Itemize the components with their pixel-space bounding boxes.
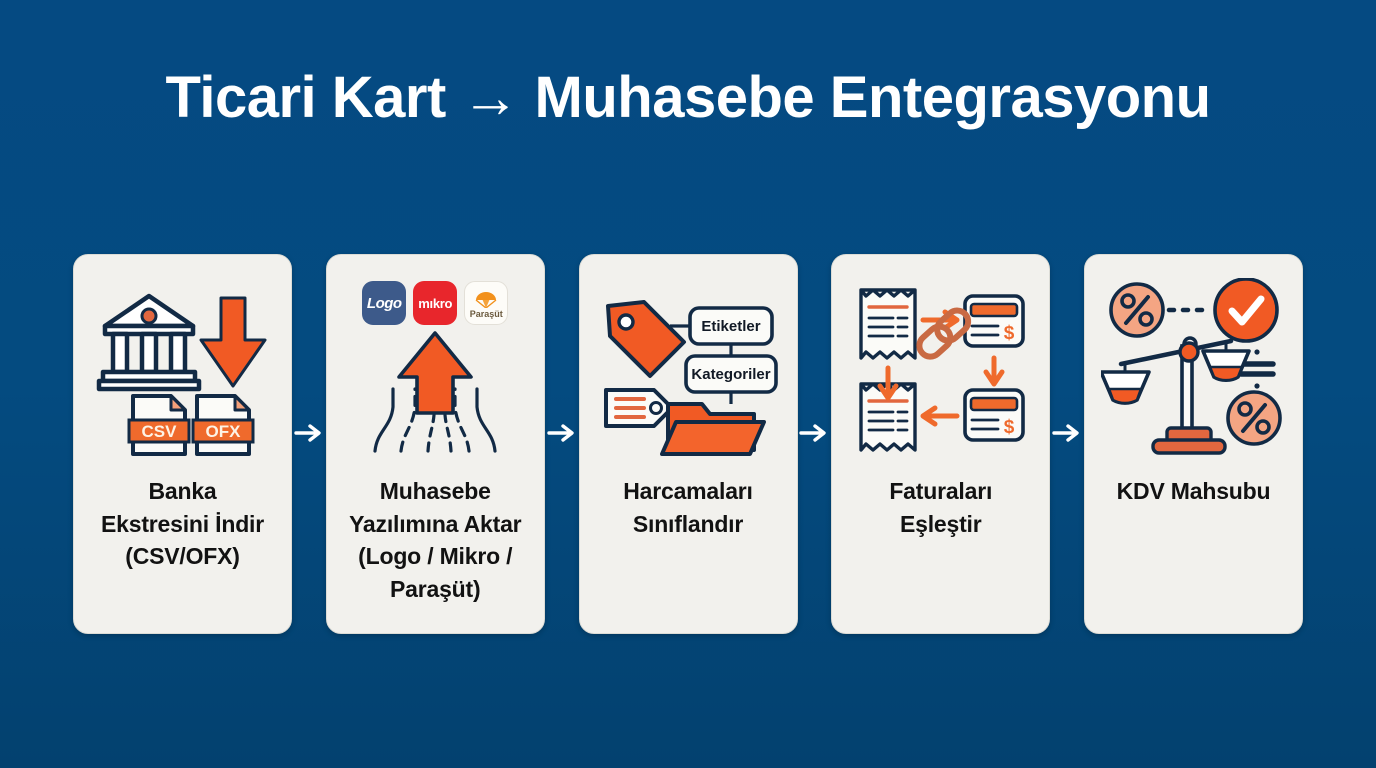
step-4-label-line-2: Eşleştir xyxy=(899,510,982,537)
up-arrow-icon xyxy=(397,331,474,415)
step-5-icon-group xyxy=(1085,255,1302,475)
connector-arrow-1 xyxy=(292,254,326,634)
down-arrow-icon xyxy=(199,296,266,388)
receipt-icon-top xyxy=(859,288,917,360)
mikro-badge[interactable]: mıkro xyxy=(413,281,458,325)
software-upload-icon: Logo mıkro Paraşüt xyxy=(345,281,525,455)
step-3-label: Harcamaları Sınıflandır xyxy=(613,475,763,540)
parachute-icon xyxy=(475,291,497,308)
process-flow: CSV OFX Banka Ekstresini İndir (CSV/OFX) xyxy=(73,254,1303,634)
step-1-label-line-2: Ekstresini İndir xyxy=(101,510,264,537)
step-2-label-line-1: Muhasebe xyxy=(379,478,491,504)
csv-file-icon: CSV xyxy=(127,394,190,456)
percent-circle-icon-top xyxy=(1109,282,1165,338)
step-card-3[interactable]: Etiketler Kategoriler xyxy=(578,254,798,634)
arrow-right-icon xyxy=(799,424,827,442)
folder-icon xyxy=(660,402,766,456)
check-circle-icon xyxy=(1213,278,1279,343)
step-5-label: KDV Mahsubu xyxy=(1107,475,1281,508)
accounting-logos-row: Logo mıkro Paraşüt xyxy=(362,281,509,325)
currency-symbol-top: $ xyxy=(1003,323,1014,344)
kategoriler-label: Kategoriler xyxy=(691,366,770,383)
connector-arrow-4 xyxy=(1050,254,1084,634)
arrow-right-icon xyxy=(546,424,574,442)
tag-icon xyxy=(606,300,686,378)
currency-symbol-bottom: $ xyxy=(1003,417,1014,438)
step-1-label-line-1: Banka xyxy=(148,478,217,504)
parasut-label: Paraşüt xyxy=(469,308,503,319)
svg-text:OFX: OFX xyxy=(205,422,241,441)
svg-text:CSV: CSV xyxy=(141,422,177,441)
step-5-label-line-1: KDV Mahsubu xyxy=(1116,478,1271,504)
vat-offset-scale-icon xyxy=(1101,278,1282,455)
ofx-file-icon: OFX xyxy=(191,394,254,456)
step-1-label: Banka Ekstresini İndir (CSV/OFX) xyxy=(91,475,274,573)
card-statement-icon-bottom: $ xyxy=(962,388,1025,442)
invoice-matching-icon: $ $ xyxy=(859,288,1025,452)
chain-link-icon xyxy=(916,307,971,360)
step-1-label-line-3: (CSV/OFX) xyxy=(125,543,240,570)
data-flow-lines-icon xyxy=(373,387,497,453)
kategoriler-node: Kategoriler xyxy=(684,354,778,394)
etiketler-node: Etiketler xyxy=(688,306,774,346)
step-3-label-line-1: Harcamaları xyxy=(623,478,753,504)
bank-building-icon xyxy=(96,293,201,392)
etiketler-label: Etiketler xyxy=(701,318,760,335)
tags-categories-folder-icon: Etiketler Kategoriler xyxy=(604,300,778,456)
step-3-icon-group: Etiketler Kategoriler xyxy=(580,255,797,475)
arrow-right-icon xyxy=(294,424,321,442)
step-4-label-line-1: Faturaları xyxy=(889,478,993,504)
divide-icon xyxy=(1238,349,1276,389)
step-1-icon-group: CSV OFX xyxy=(74,255,291,475)
balance-scale-icon xyxy=(1101,336,1251,455)
logo-badge[interactable]: Logo xyxy=(362,281,407,325)
step-2-label-line-3: (Logo / Mikro / xyxy=(358,543,513,570)
connector-arrow-3 xyxy=(798,254,832,634)
upload-flow-icon xyxy=(373,331,497,453)
step-card-2[interactable]: Logo mıkro Paraşüt xyxy=(325,254,545,634)
page-title: Ticari Kart → Muhasebe Entegrasyonu xyxy=(165,65,1211,130)
percent-circle-icon-bottom xyxy=(1226,390,1282,446)
arrow-right-icon xyxy=(1052,424,1079,442)
parasut-badge[interactable]: Paraşüt xyxy=(464,281,509,325)
step-3-label-line-2: Sınıflandır xyxy=(632,510,744,537)
tag-lines-icon xyxy=(604,388,674,428)
step-card-5[interactable]: KDV Mahsubu xyxy=(1084,254,1303,634)
step-2-label-line-4: Paraşüt) xyxy=(390,575,481,602)
step-2-icon-group: Logo mıkro Paraşüt xyxy=(327,255,544,475)
step-2-label: Muhasebe Yazılımına Aktar (Logo / Mikro … xyxy=(339,475,531,606)
step-4-label: Faturaları Eşleştir xyxy=(879,475,1002,540)
receipt-icon-bottom xyxy=(859,382,917,452)
bank-download-files-icon: CSV OFX xyxy=(96,293,266,456)
step-4-icon-group: $ $ xyxy=(832,255,1049,475)
step-card-4[interactable]: $ $ xyxy=(831,254,1051,634)
card-statement-icon-top: $ xyxy=(962,294,1025,348)
step-card-1[interactable]: CSV OFX Banka Ekstresini İndir (CSV/OFX) xyxy=(73,254,292,634)
step-2-label-line-2: Yazılımına Aktar xyxy=(349,510,522,537)
connector-arrow-2 xyxy=(545,254,579,634)
